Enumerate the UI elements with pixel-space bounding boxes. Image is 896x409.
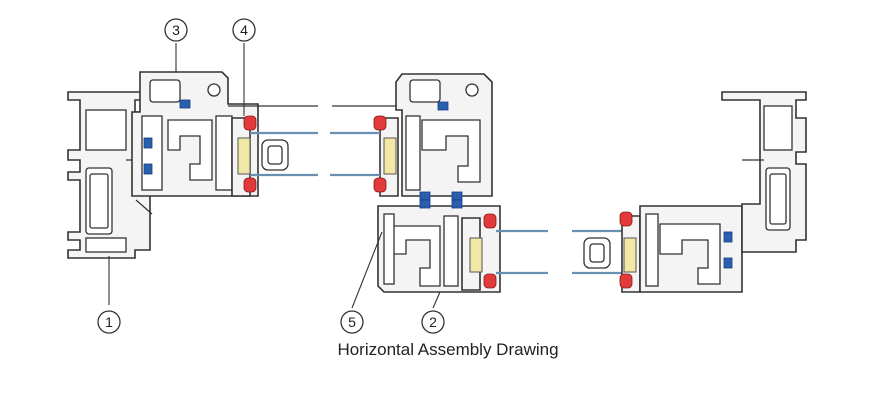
callout-2-number: 2 <box>429 314 437 330</box>
center-upper-glass <box>330 131 380 177</box>
right-gaskets <box>619 211 733 289</box>
center-upper-glazing-bead <box>379 117 399 197</box>
left-sash-blue-gaskets <box>143 99 191 175</box>
callout-leaders <box>108 43 441 309</box>
left-red-gaskets <box>243 115 257 193</box>
callout-2: 2 <box>421 310 445 334</box>
callout-4: 4 <box>232 18 256 42</box>
callout-3: 3 <box>164 18 188 42</box>
right-frame-profile <box>721 91 807 253</box>
center-lower-gaskets <box>419 199 497 289</box>
center-lower-glazing-bead <box>461 217 483 291</box>
left-glass-unit <box>250 131 318 177</box>
callout-1-number: 1 <box>105 314 113 330</box>
center-upper-gaskets <box>373 101 463 201</box>
center-upper-sash-profile <box>395 73 493 197</box>
right-sash-profile <box>639 205 743 293</box>
callout-4-number: 4 <box>240 22 248 38</box>
callout-3-number: 3 <box>172 22 180 38</box>
callout-5-number: 5 <box>348 314 356 330</box>
left-frame-profile <box>67 91 151 259</box>
right-glazing-bead <box>621 215 641 293</box>
center-lower-glass <box>496 229 548 275</box>
left-glazing-bead <box>231 117 251 197</box>
callout-5: 5 <box>340 310 364 334</box>
callout-1: 1 <box>97 310 121 334</box>
drawing-caption: Horizontal Assembly Drawing <box>337 340 559 359</box>
